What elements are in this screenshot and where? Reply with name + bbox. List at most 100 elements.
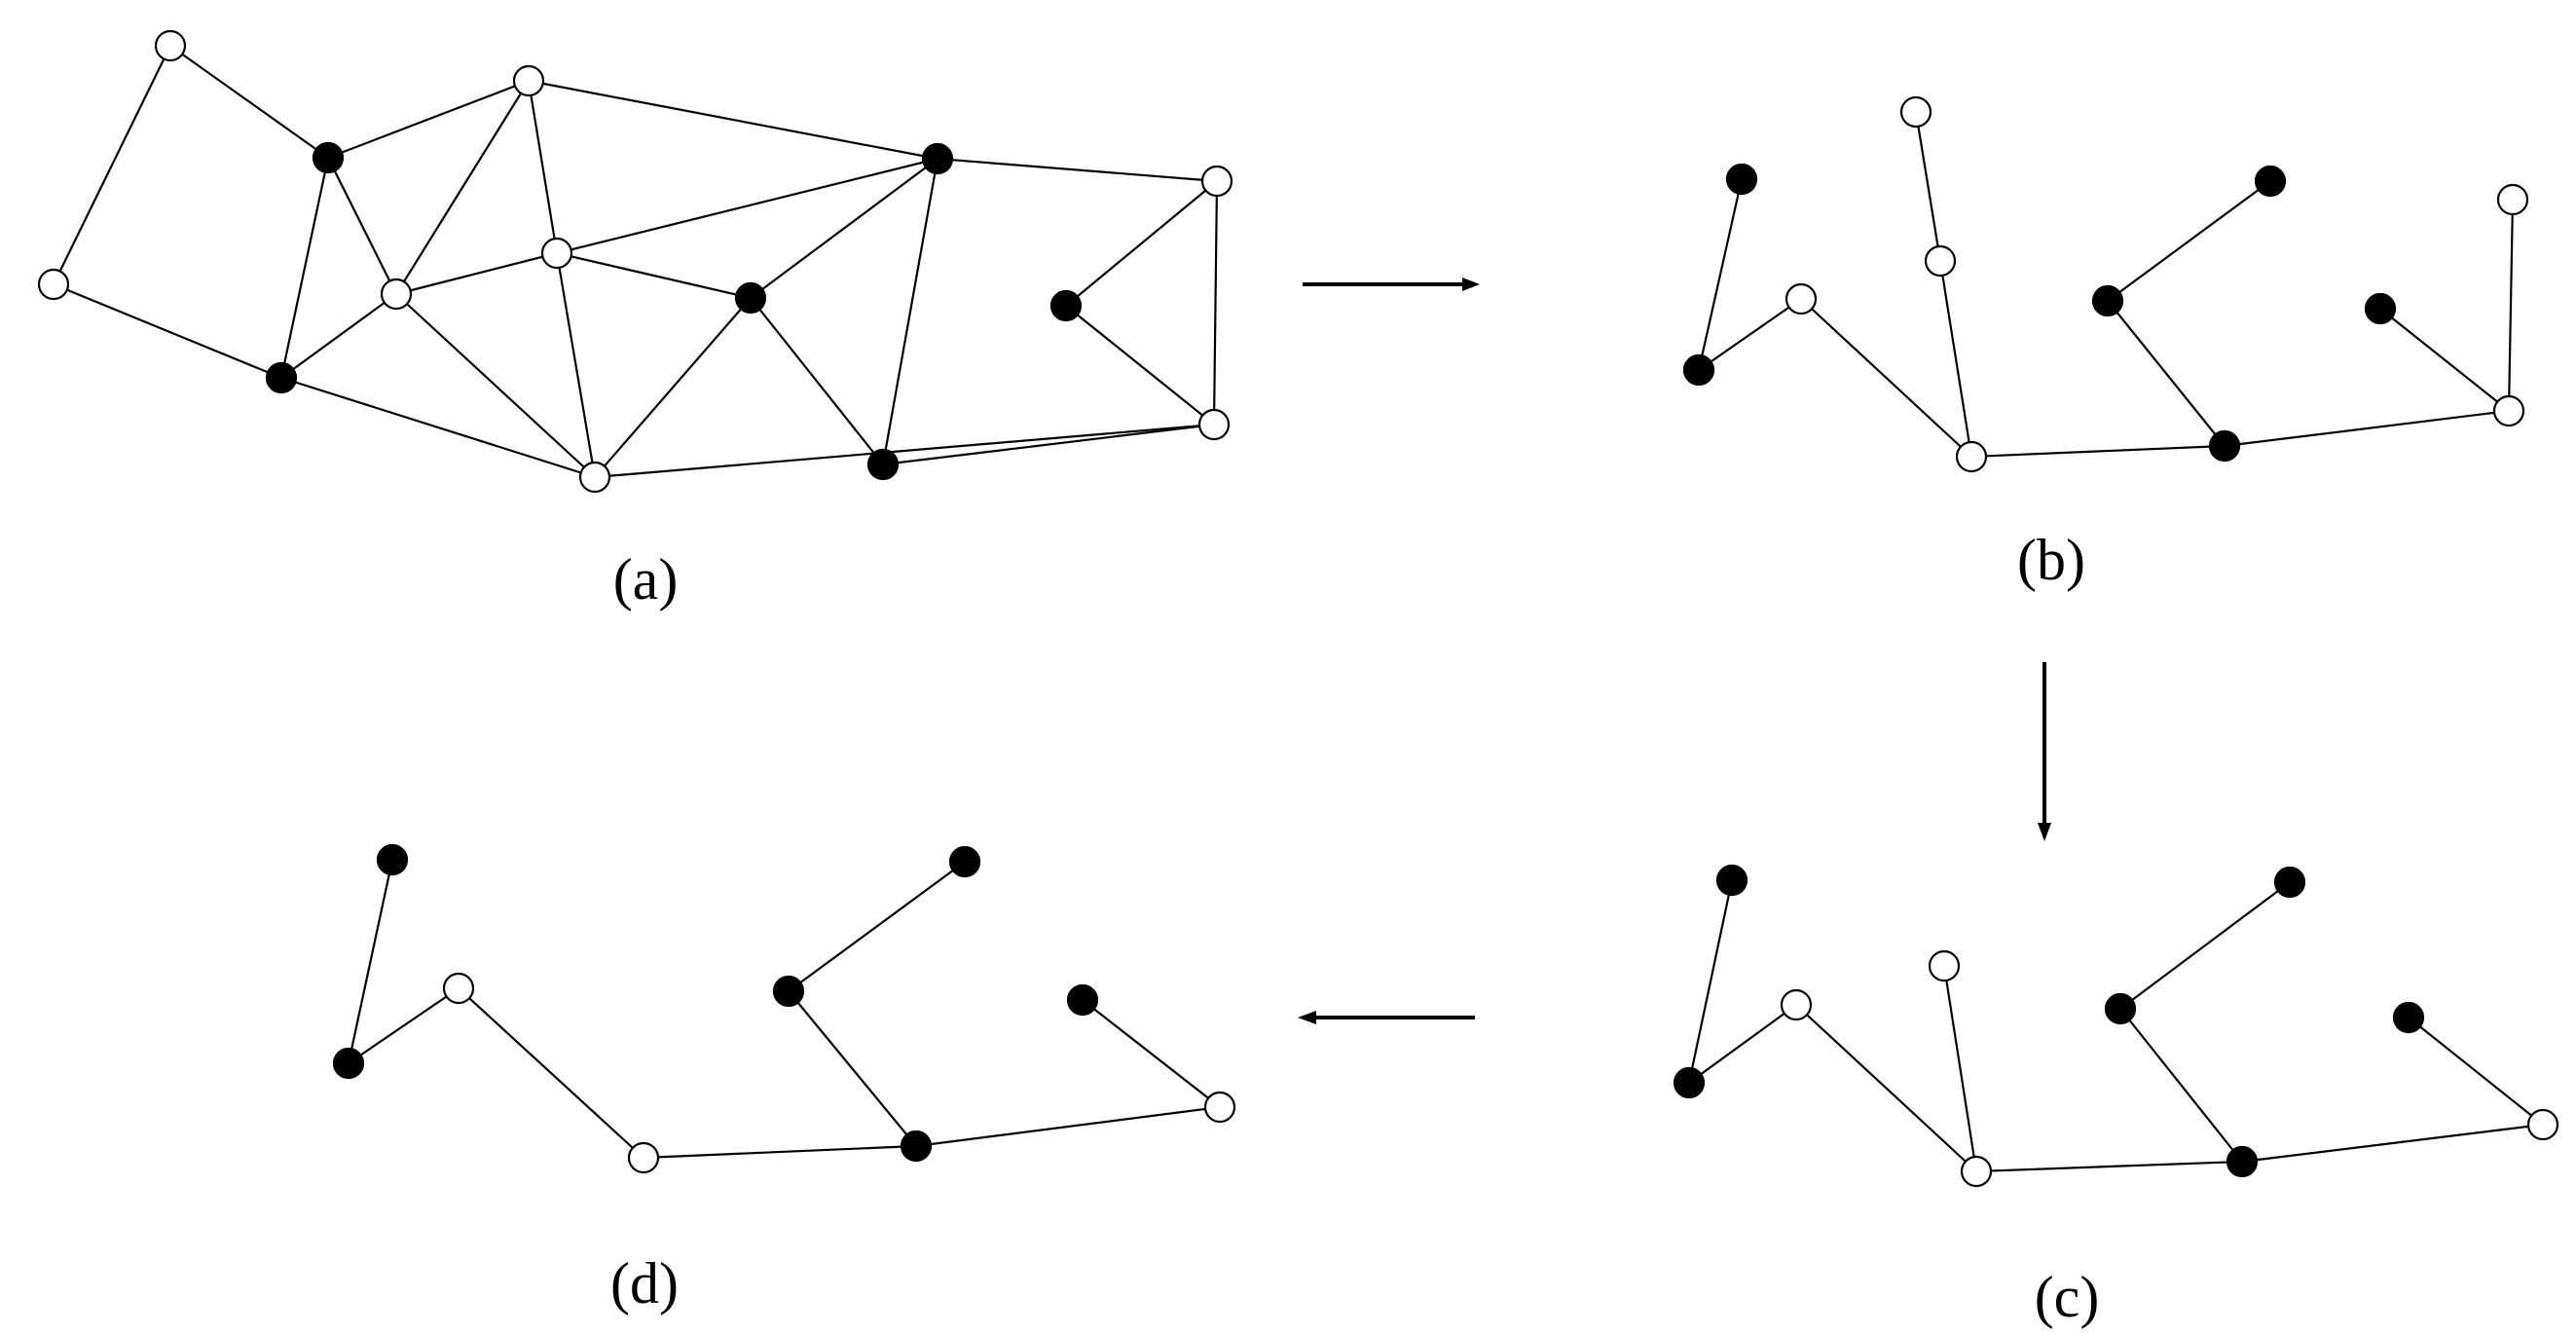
edge-a4-a7 [527,80,559,254]
edge-a6-a8 [280,376,596,479]
transition-arrows [1298,278,2051,1024]
edge-a10-a12 [937,157,1218,183]
node-c8-black [2226,1145,2259,1178]
panel-d-nodes [332,843,1236,1174]
panel-c-nodes [1673,864,2559,1188]
node-c3-white [1780,988,1813,1021]
edge-a5-a6 [280,293,397,379]
node-a6-black [265,361,298,394]
edge-d6-d7 [788,990,917,1147]
node-d8-black [1066,983,1099,1017]
edge-d5-d6 [788,861,966,992]
node-b5-white [1924,244,1957,278]
edge-a5-a7 [395,251,558,296]
caption-a: (a) [613,547,679,611]
node-d2-black [332,1047,365,1080]
edge-a7-a9 [556,251,752,300]
node-a4-white [512,64,545,97]
node-c2-black [1673,1066,1706,1099]
edge-a9-a10 [750,158,938,299]
panel-b [1682,95,2529,473]
edge-a1-a2 [53,45,171,285]
edge-a7-a8 [555,252,597,478]
edge-a1-a3 [169,45,329,159]
edge-a2-a6 [53,282,282,380]
node-a1-white [154,29,187,62]
node-b7-black [2254,165,2287,198]
node-d9-white [1203,1091,1236,1124]
panel-a-nodes [37,29,1233,494]
node-a10-black [921,142,954,175]
node-c1-black [1715,864,1748,897]
edge-a4-a5 [395,80,530,295]
edge-d4-d7 [643,1144,917,1160]
node-a14-white [1197,408,1231,441]
edge-b7-b8 [2107,180,2271,302]
panel-d [332,843,1236,1174]
edge-c7-c8 [2119,1008,2243,1163]
node-a2-white [37,268,70,301]
edge-a3-a5 [327,157,397,295]
node-c7-black [2104,992,2137,1025]
node-d3-white [442,972,475,1005]
node-b11-white [2496,183,2529,216]
edge-d1-d2 [347,859,394,1064]
panel-a [37,29,1233,494]
panel-b-nodes [1682,95,2529,473]
node-a9-black [734,281,767,315]
node-b2-black [1682,353,1715,387]
node-b8-black [2091,284,2124,317]
panel-b-edges [1697,111,2515,459]
node-a11-black [866,448,900,481]
node-b12-white [2492,394,2525,427]
node-a5-white [380,278,413,311]
edge-b9-b12 [2224,409,2510,448]
edge-b2-b3 [1698,298,1802,371]
edge-d8-d9 [1082,999,1221,1108]
node-a12-white [1200,165,1233,198]
edge-c3-c5 [1795,1004,1977,1172]
panel-c-edges [1687,879,2544,1173]
node-b6-white [1955,440,1988,473]
edge-d3-d4 [458,987,644,1159]
edge-a13-a14 [1065,305,1215,426]
edge-b11-b12 [2507,199,2515,412]
edge-b1-b2 [1697,178,1744,371]
node-a3-black [312,141,345,174]
edge-a11-a14 [882,423,1215,466]
node-b4-white [1899,95,1932,129]
edge-a12-a14 [1212,180,1219,426]
edge-a12-a13 [1065,180,1218,307]
edge-b8-b9 [2107,300,2226,447]
node-d6-black [772,975,805,1008]
edge-b10-b12 [2379,308,2510,412]
edge-c9-c10 [2408,1017,2544,1126]
node-a7-white [540,237,573,270]
edge-a10-a11 [881,158,939,465]
edge-a4-a10 [528,79,938,161]
panel-c [1673,864,2559,1188]
node-b1-black [1725,163,1758,196]
node-c5-white [1960,1155,1993,1188]
edge-c2-c3 [1688,1004,1797,1084]
node-d5-black [948,845,981,878]
edge-b6-b9 [1970,444,2226,459]
node-a13-black [1049,289,1083,322]
edge-b4-b5 [1914,111,1942,262]
node-c10-white [2526,1108,2559,1141]
node-d7-black [900,1130,933,1163]
edge-c5-c8 [1975,1160,2243,1173]
node-d1-black [376,843,409,876]
arrow-a-to-b [1303,278,1480,291]
panel-a-edges [53,45,1219,479]
edge-d7-d9 [915,1105,1221,1148]
edge-b5-b6 [1938,260,1973,458]
node-c9-black [2392,1001,2425,1034]
edge-c4-c5 [1942,965,1978,1172]
node-a8-white [578,461,611,494]
caption-b: (b) [2017,528,2085,592]
edge-a5-a8 [395,293,596,478]
node-b9-black [2208,429,2241,463]
edge-a3-a6 [279,157,330,379]
